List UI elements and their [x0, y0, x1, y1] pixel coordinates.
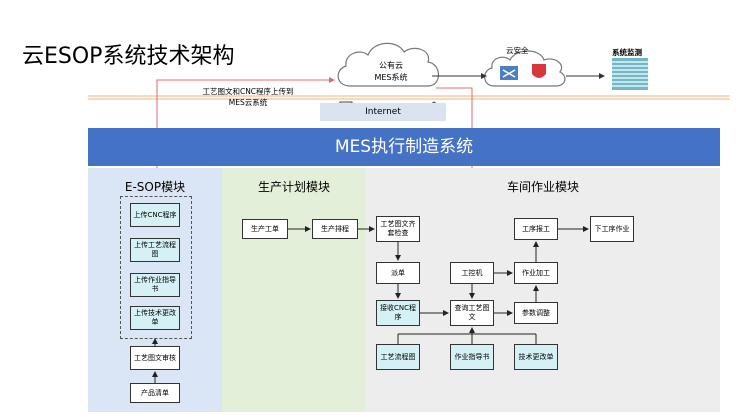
esop-box: 工艺图文审核 — [130, 346, 180, 370]
internet-bar: Internet — [320, 103, 446, 121]
security-label: 云安全 — [506, 46, 529, 55]
cloud-shape — [337, 42, 440, 87]
shop-box-process: 作业加工 — [514, 262, 558, 284]
esop-box: 上传工艺流程图 — [130, 238, 180, 262]
shop-box-check: 工艺图文齐套检查 — [376, 216, 420, 242]
shop-box-change: 技术更改单 — [514, 344, 558, 370]
shop-box-guide: 作业指导书 — [450, 344, 494, 370]
plan-panel-title: 生产计划模块 — [257, 180, 330, 194]
mes-banner: MES执行制造系统 — [88, 128, 720, 166]
esop-box: 产品清单 — [130, 383, 180, 403]
shop-box-next: 下工序作业 — [590, 216, 634, 242]
internet-label: Internet — [365, 107, 401, 117]
shop-box-receive-cnc: 接收CNC程序 — [376, 300, 420, 326]
esop-box: 上传作业指导书 — [130, 273, 180, 297]
shop-box-dispatch: 派单 — [376, 262, 420, 284]
upload-note-1: 工艺图文和CNC程序上传到 — [202, 87, 294, 96]
plan-box: 生产排程 — [312, 219, 358, 239]
esop-box: 上传CNC程序 — [130, 203, 180, 227]
security-red-icon — [532, 64, 546, 78]
plan-panel: 生产计划模块 — [222, 168, 366, 412]
shop-box-query: 查询工艺图文 — [450, 300, 494, 326]
shop-box-flowchart: 工艺流程图 — [376, 344, 420, 370]
shop-panel-title: 车间作业模块 — [506, 180, 579, 194]
shop-box-params: 参数调整 — [514, 302, 558, 324]
shop-box-report: 工序报工 — [514, 218, 558, 240]
cloud-label-2: MES系统 — [374, 73, 408, 82]
shop-box-pc: 工控机 — [450, 262, 494, 284]
security-cloud-shape — [484, 50, 566, 87]
esop-box: 上传技术更改单 — [130, 306, 180, 330]
esop-panel-title: E-SOP模块 — [124, 180, 186, 194]
plan-box: 生产工单 — [242, 219, 288, 239]
cloud-label-1: 公有云 — [379, 61, 403, 70]
upload-note-2: MES云系统 — [228, 98, 268, 107]
shop-panel: 车间作业模块 — [366, 168, 720, 412]
page-title: 云ESOP系统技术架构 — [22, 44, 235, 69]
monitor-label: 系统监测 — [612, 48, 642, 57]
